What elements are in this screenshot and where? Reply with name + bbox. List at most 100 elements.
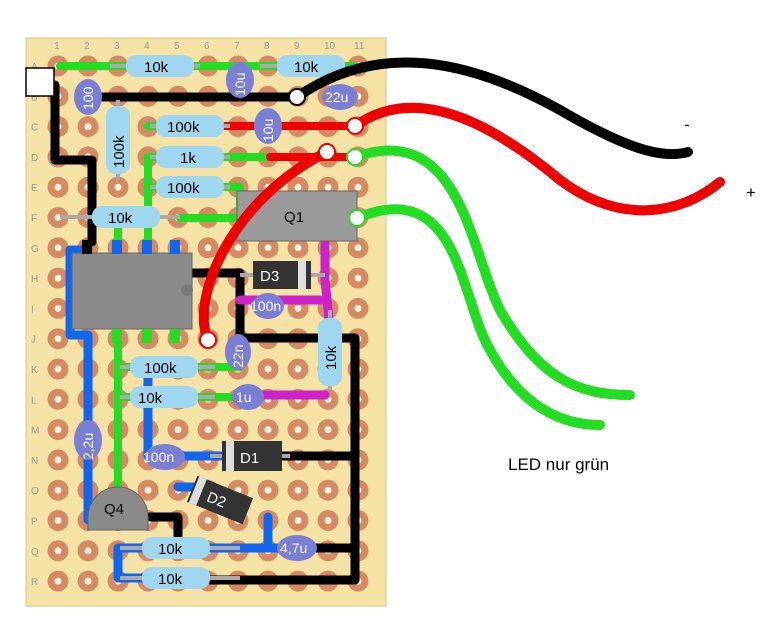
pad-hole xyxy=(264,426,272,434)
pad-hole xyxy=(294,486,302,494)
row-labels: ABCDEFGHIJKLMNOPQR xyxy=(31,62,39,588)
row-label: D xyxy=(31,153,38,164)
resistor-r5: 1k xyxy=(150,146,230,168)
column-label: 8 xyxy=(264,41,270,52)
track-black-left xyxy=(50,80,97,247)
pad-hole xyxy=(204,244,212,252)
c7-label: 1u xyxy=(236,389,252,405)
pad-hole xyxy=(54,517,62,524)
capacitor-c1: 100 xyxy=(74,79,102,115)
minus-label: - xyxy=(684,115,690,134)
row-label: C xyxy=(31,123,38,134)
pad-hole xyxy=(54,395,62,403)
r3-label: 100k xyxy=(111,135,128,168)
d1-label: D1 xyxy=(240,450,259,467)
pad-hole xyxy=(114,183,122,191)
capacitor-c8: 2,2u xyxy=(74,420,102,460)
resistor-r1: 10k xyxy=(110,55,200,77)
pad-hole xyxy=(54,547,62,555)
pad-hole xyxy=(54,365,62,373)
r2-label: 10k xyxy=(294,59,319,76)
row-label: K xyxy=(31,365,38,376)
column-label: 10 xyxy=(324,41,336,52)
row-label: B xyxy=(31,92,38,103)
resistor-r2: 10k xyxy=(260,55,345,77)
r10-label: 10k xyxy=(138,390,163,407)
diode-d1: D1 xyxy=(210,441,290,471)
pad-hole xyxy=(354,304,362,312)
wires xyxy=(198,57,725,430)
capacitor-c7: 1u xyxy=(232,384,264,410)
pad-hole xyxy=(204,426,212,434)
column-label: 5 xyxy=(174,41,180,52)
pad-hole xyxy=(294,304,302,312)
pad-hole xyxy=(144,486,152,494)
pad-hole xyxy=(54,183,62,191)
resistor-r8: 10k xyxy=(318,310,342,390)
pad-hole xyxy=(264,365,272,373)
resistor-r10: 10k xyxy=(120,386,215,408)
pad-hole xyxy=(54,486,62,494)
column-label: 4 xyxy=(144,41,150,52)
capacitor-c3: 10u xyxy=(254,108,282,144)
r9-label: 100k xyxy=(144,360,177,377)
corner-square xyxy=(25,67,55,97)
resistor-r6: 100k xyxy=(150,176,230,198)
c4-label: 22u xyxy=(325,89,348,105)
c5-label: 100n xyxy=(250,298,281,314)
column-label: 1 xyxy=(54,41,60,52)
resistor-r12: 10k xyxy=(120,567,240,589)
track-blue-left xyxy=(65,245,93,525)
transistor-q4: Q4 xyxy=(87,486,149,531)
pad-hole xyxy=(354,183,362,191)
pad-hole xyxy=(294,183,302,191)
c6-label: 22n xyxy=(230,345,246,368)
r7-label: 10k xyxy=(108,210,133,227)
row-label: H xyxy=(31,274,38,285)
c2-label: 10u xyxy=(232,73,248,96)
capacitor-c5: 100n xyxy=(250,293,284,319)
pad-hole xyxy=(264,244,272,252)
r12-label: 10k xyxy=(158,571,183,588)
column-label: 9 xyxy=(294,41,300,52)
ic-chip xyxy=(71,240,193,343)
pad-hole xyxy=(324,183,332,191)
wire-green-2 xyxy=(352,204,605,430)
pad-hole xyxy=(324,426,332,434)
capacitors: 100 10u 10u 22u 100n 22n 1u 2,2u xyxy=(74,62,358,561)
d2-label: D2 xyxy=(204,489,228,512)
pad-hole xyxy=(54,244,62,252)
pad-hole xyxy=(54,304,62,312)
row-label: E xyxy=(31,183,38,194)
pad-hole xyxy=(174,426,182,434)
r11-label: 10k xyxy=(158,541,183,558)
wire-green-1 xyxy=(350,145,635,400)
transistor-q1: Q1 xyxy=(236,190,358,242)
resistor-r4: 100k xyxy=(150,115,230,137)
column-label: 2 xyxy=(84,41,90,52)
led-caption: LED nur grün xyxy=(508,455,610,474)
row-label: F xyxy=(31,214,37,225)
r5-label: 1k xyxy=(180,150,196,167)
resistor-r9: 100k xyxy=(120,356,215,378)
row-label: G xyxy=(31,244,39,255)
wire-end-4 xyxy=(346,148,364,166)
pad-hole xyxy=(294,517,302,524)
row-label: M xyxy=(31,426,39,437)
column-label: 7 xyxy=(234,41,240,52)
wire-red-plus xyxy=(350,103,725,216)
wire-end-1 xyxy=(288,88,306,106)
resistors: 10k 10k 100k 100k 1k 100k xyxy=(60,55,345,589)
r8-label: 10k xyxy=(323,345,340,370)
pad-hole xyxy=(84,123,92,131)
q1-label: Q1 xyxy=(284,209,304,226)
c9-label: 100n xyxy=(143,449,174,465)
row-label: Q xyxy=(31,547,39,558)
capacitor-c6: 22n xyxy=(225,334,251,370)
wire-end-3 xyxy=(318,143,336,161)
q4-label: Q4 xyxy=(104,501,124,518)
wire-red-led xyxy=(198,147,332,345)
c1-label: 100 xyxy=(80,86,96,110)
